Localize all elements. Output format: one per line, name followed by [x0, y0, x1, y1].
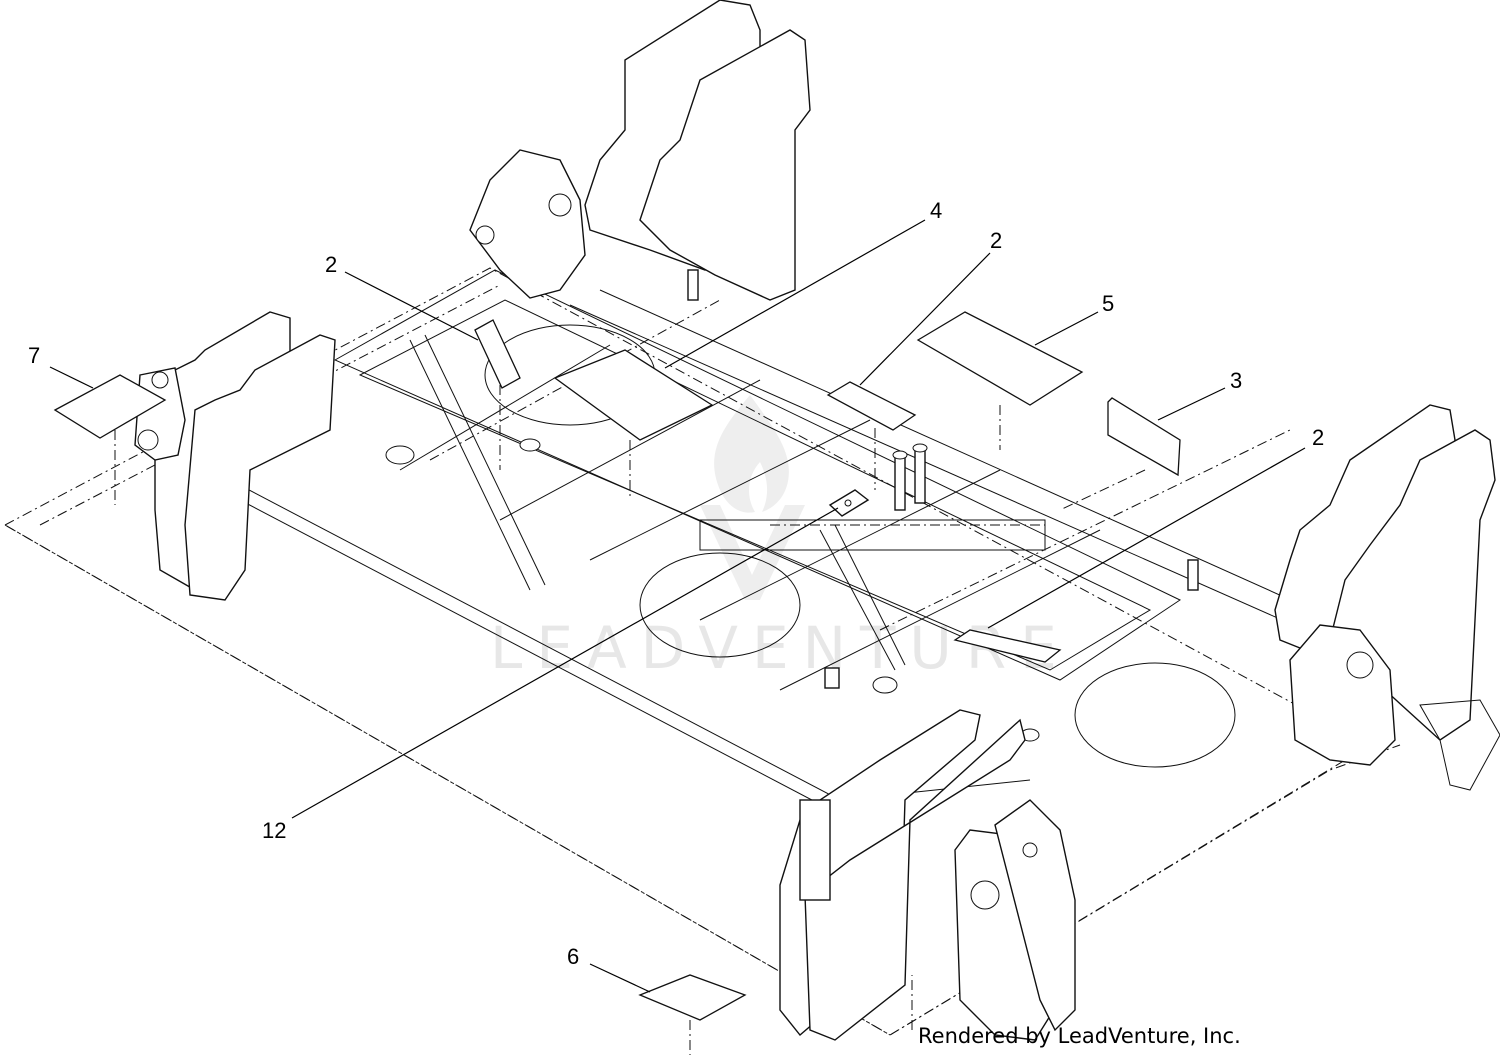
rear-upper-bracket — [469, 0, 811, 301]
decal-3 — [1059, 397, 1181, 511]
leader-lines — [49, 219, 1306, 993]
frame-deck — [229, 269, 1381, 821]
pins-and-clip — [824, 443, 928, 689]
callout-3: 3 — [1230, 368, 1242, 393]
decal-7 — [53, 374, 167, 505]
decal-4 — [553, 349, 714, 500]
right-rear-bracket — [1187, 404, 1500, 791]
watermark-v-icon — [700, 505, 805, 600]
decal-2-center — [826, 381, 917, 490]
watermark-text: LEADVENTURE — [490, 614, 1071, 682]
callout-4: 4 — [930, 198, 942, 223]
callout-labels: 7 2 4 2 5 3 2 12 6 — [28, 198, 1324, 969]
right-front-bracket — [779, 709, 1076, 1041]
callout-2-left: 2 — [325, 252, 337, 277]
watermark: LEADVENTURE — [490, 395, 1071, 682]
decal-5 — [916, 311, 1084, 450]
callout-12: 12 — [262, 818, 286, 843]
callout-5: 5 — [1102, 291, 1114, 316]
callout-6: 6 — [567, 944, 579, 969]
credit-text: Rendered by LeadVenture, Inc. — [918, 1024, 1241, 1048]
callout-2-center: 2 — [990, 228, 1002, 253]
decal-2-left — [474, 319, 521, 470]
deck-openings — [385, 324, 1236, 768]
watermark-flame-icon — [714, 395, 789, 513]
decal-6 — [638, 974, 913, 1055]
left-front-bracket — [134, 311, 336, 601]
callout-7: 7 — [28, 343, 40, 368]
callout-2-right: 2 — [1312, 425, 1324, 450]
decal-2-right — [953, 629, 1062, 663]
